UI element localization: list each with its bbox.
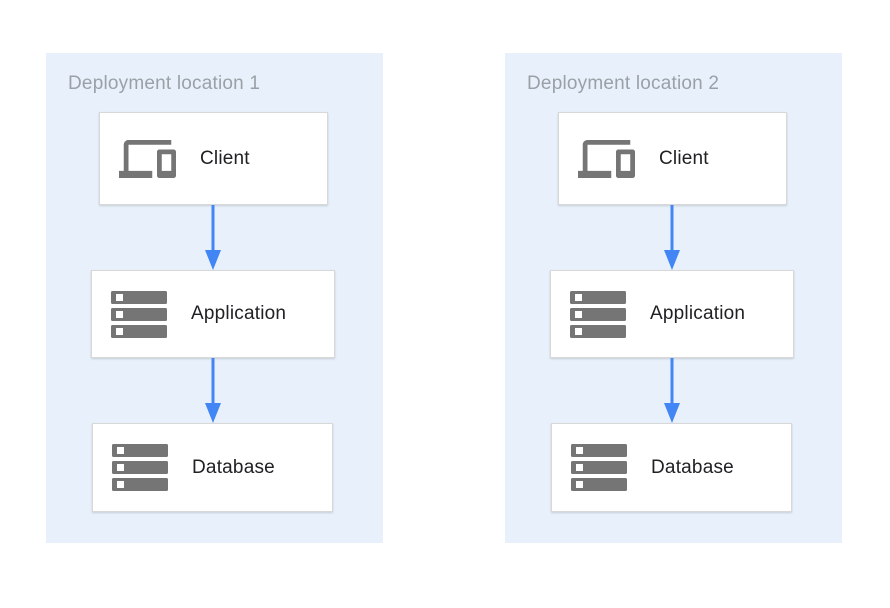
node-application: Application (91, 270, 335, 358)
node-label: Database (651, 456, 734, 478)
node-client: Client (99, 112, 328, 205)
node-label: Client (200, 147, 250, 169)
server-stack-icon (112, 444, 168, 491)
arrow-client-to-application (205, 205, 221, 270)
server-stack-icon (571, 444, 627, 491)
arrow-client-to-application (664, 205, 680, 270)
arrow-application-to-database (664, 358, 680, 423)
devices-icon (119, 139, 176, 178)
node-database: Database (92, 423, 333, 512)
arrow-application-to-database (205, 358, 221, 423)
node-label: Application (191, 303, 287, 324)
node-client: Client (558, 112, 787, 205)
deployment-location-2-panel: Deployment location 2 Client (505, 53, 842, 543)
node-application: Application (550, 270, 794, 358)
server-stack-icon (111, 290, 167, 338)
server-stack-icon (570, 290, 626, 338)
node-label: Application (650, 303, 746, 324)
panel-title: Deployment location 1 (68, 73, 261, 94)
deployment-location-1-panel: Deployment location 1 Client (46, 53, 383, 543)
node-label: Client (659, 147, 709, 169)
node-label: Database (192, 456, 275, 478)
node-database: Database (551, 423, 792, 512)
devices-icon (578, 139, 635, 178)
panel-title: Deployment location 2 (527, 73, 720, 94)
